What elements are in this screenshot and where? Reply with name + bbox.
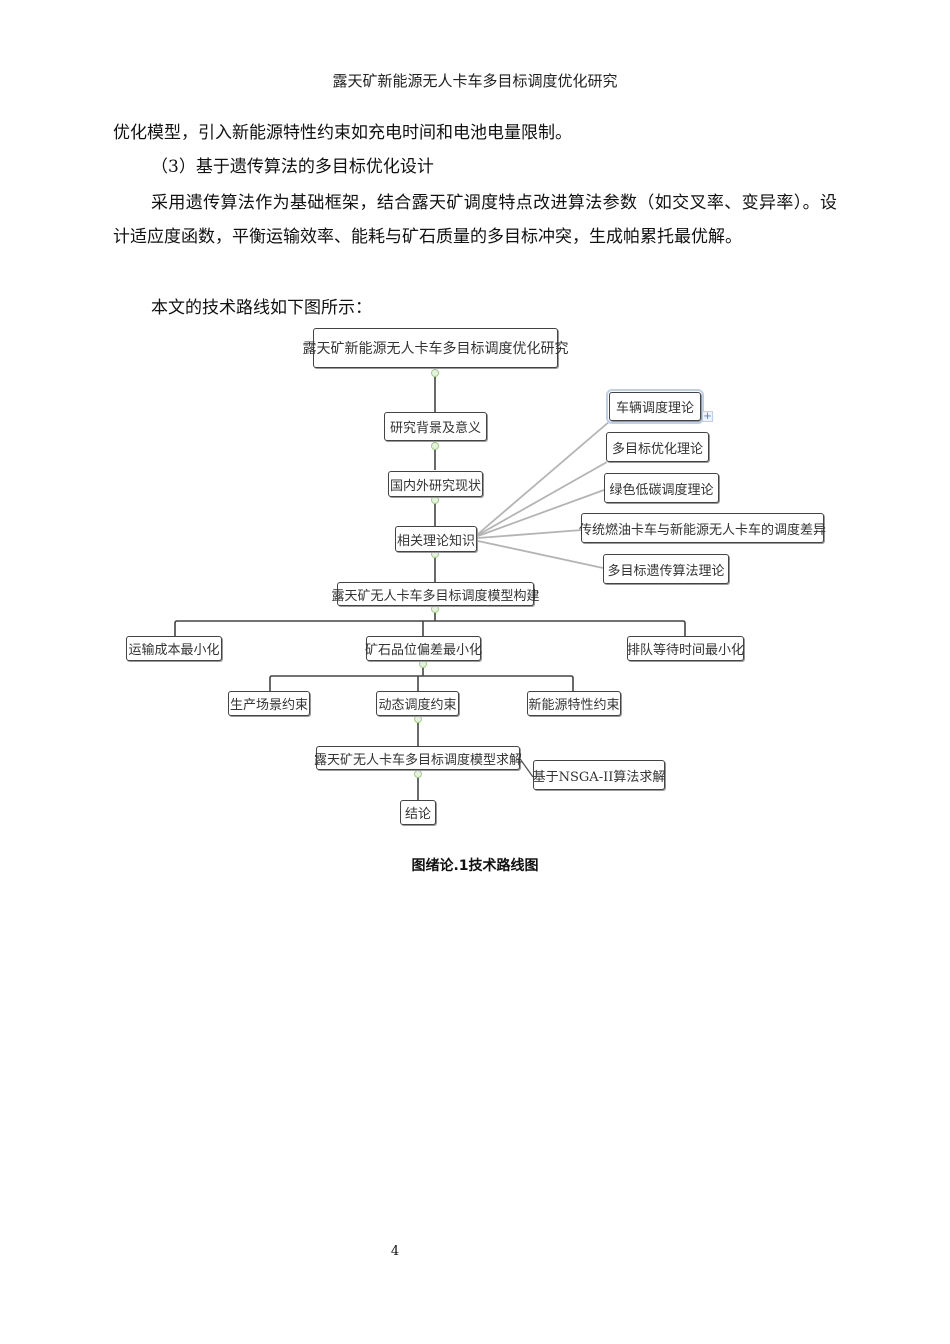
- paragraph-ga-design: 采用遗传算法作为基础框架，结合露天矿调度特点改进算法参数（如交叉率、变异率）。设…: [113, 193, 837, 247]
- node-research-status[interactable]: 国内外研究现状: [388, 471, 483, 497]
- expand-icon[interactable]: +: [702, 411, 713, 422]
- node-fuel-vs-electric-difference[interactable]: 传统燃油卡车与新能源无人卡车的调度差异: [579, 513, 826, 543]
- node-genetic-algorithm-theory[interactable]: 多目标遗传算法理论: [603, 554, 729, 584]
- node-vehicle-scheduling-theory[interactable]: 车辆调度理论: [606, 389, 704, 424]
- running-header: 露天矿新能源无人卡车多目标调度优化研究: [332, 72, 618, 90]
- page-number: 4: [390, 1244, 400, 1259]
- section-heading: （3）基于遗传算法的多目标优化设计: [151, 157, 434, 177]
- node-conclusion[interactable]: 结论: [400, 800, 436, 825]
- node-model-solution[interactable]: 露天矿无人卡车多目标调度模型求解: [314, 746, 522, 770]
- technical-roadmap-diagram: 露天矿新能源无人卡车多目标调度优化研究 研究背景及意义 国内外研究现状 相关理论…: [0, 320, 950, 840]
- node-research-background[interactable]: 研究背景及意义: [384, 412, 487, 441]
- node-objective-queue-time[interactable]: 排队等待时间最小化: [627, 636, 744, 661]
- node-constraint-dynamic[interactable]: 动态调度约束: [376, 691, 459, 716]
- node-multi-objective-theory[interactable]: 多目标优化理论: [606, 432, 709, 462]
- node-related-theory[interactable]: 相关理论知识: [395, 526, 477, 552]
- node-objective-transport-cost[interactable]: 运输成本最小化: [126, 636, 222, 661]
- figure-caption: 图绪论.1技术路线图: [411, 858, 539, 874]
- node-root[interactable]: 露天矿新能源无人卡车多目标调度优化研究: [303, 328, 569, 368]
- node-objective-ore-grade[interactable]: 矿石品位偏差最小化: [365, 636, 482, 661]
- paragraph-continuation: 优化模型，引入新能源特性约束如充电时间和电池电量限制。: [113, 123, 572, 143]
- connector-lines: [174, 368, 686, 800]
- node-green-low-carbon-theory[interactable]: 绿色低碳调度理论: [604, 473, 719, 503]
- paragraph-figure-intro: 本文的技术路线如下图所示：: [151, 298, 372, 318]
- node-nsga-ii-solution[interactable]: 基于NSGA-II算法求解: [533, 760, 665, 790]
- node-model-construction[interactable]: 露天矿无人卡车多目标调度模型构建: [332, 582, 540, 606]
- node-constraint-production[interactable]: 生产场景约束: [228, 691, 310, 716]
- node-constraint-new-energy[interactable]: 新能源特性约束: [527, 691, 621, 716]
